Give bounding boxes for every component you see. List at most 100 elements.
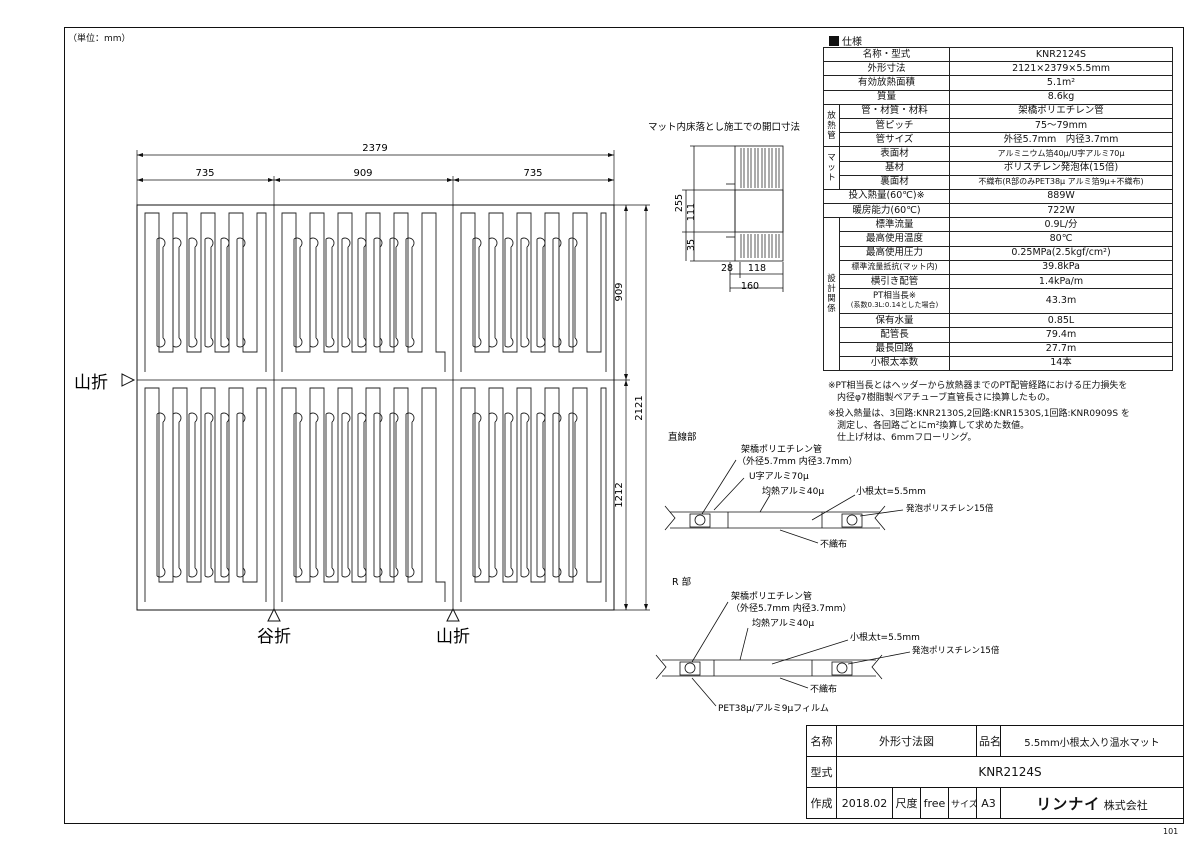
page-number: 101: [1163, 827, 1179, 836]
straight-nonwoven-label: 不織布: [820, 538, 847, 550]
spec-key: 外形寸法: [822, 61, 951, 77]
opening-dim-255: 255: [674, 194, 685, 212]
spec-group-pipe: 放熱管: [823, 103, 840, 148]
fold-valley-label: 谷折: [257, 627, 291, 647]
opening-pipe: [754, 148, 759, 258]
mat-outline: [136, 204, 615, 611]
spec-value: 5.1m²: [949, 75, 1173, 91]
tb-product-value: 5.5mm小根太入り温水マット: [1000, 725, 1184, 757]
spec-value: 27.7m: [949, 341, 1173, 357]
opening-detail: [682, 145, 784, 292]
square-bullet-icon: [829, 35, 839, 46]
fold-left-label: 山折: [74, 373, 108, 393]
spec-value: 0.85L: [949, 313, 1173, 329]
spec-key: 管・材質・材料: [838, 103, 951, 119]
spec-value: KNR2124S: [949, 46, 1173, 63]
spec-key: 名称・型式: [822, 46, 951, 63]
opening-pipe-lines: [740, 148, 780, 258]
note-line: 仕上げ材は、6mmフローリング。: [828, 433, 977, 443]
spec-key: 質量: [822, 89, 951, 105]
r-al-label: 均熱アルミ40μ: [752, 617, 814, 629]
spec-heading: 仕様: [829, 33, 862, 48]
spec-key: 標準流量抵抗(マット内): [838, 259, 951, 276]
spec-value: ポリスチレン発泡体(15倍): [949, 160, 1173, 176]
spec-value: 8.6kg: [949, 89, 1173, 105]
tb-company: リンナイ 株式会社: [1000, 787, 1184, 819]
spec-key: 最高使用圧力: [838, 245, 951, 261]
opening-pipe: [775, 148, 780, 258]
spec-value: 80℃: [949, 231, 1173, 247]
spec-group-mat: マット: [823, 146, 840, 190]
opening-dim-28: 28: [721, 263, 733, 274]
spec-value: 39.8kPa: [949, 259, 1173, 276]
pipe-loop: [293, 237, 415, 348]
tb-scale-value: free: [920, 787, 949, 819]
tb-product-label: 品名: [976, 725, 1001, 757]
tb-model-value: KNR2124S: [836, 756, 1184, 788]
spec-key: 管ピッチ: [838, 117, 951, 134]
spec-value: 2121×2379×5.5mm: [949, 61, 1173, 77]
spec-key: 暖房能力(60℃): [822, 203, 951, 219]
straight-joist-label: 小根太t=5.5mm: [856, 485, 926, 497]
company-suffix: 株式会社: [1103, 798, 1148, 812]
dim-right: 735: [523, 168, 542, 179]
opening-dim-111: 111: [686, 203, 697, 221]
spec-value: 722W: [949, 203, 1173, 219]
note-line: 内径φ7樹脂製ペアチューブ直管長さに換算したもの。: [828, 393, 1055, 403]
pipe-loop: [144, 387, 267, 602]
opening-dim-35: 35: [686, 239, 697, 251]
spec-group-design: 設計関係: [823, 217, 840, 371]
pipe-loop: [472, 237, 578, 348]
r-pipe-label: 架橋ポリエチレン管: [731, 590, 812, 602]
opening-pipe: [740, 148, 745, 258]
r-pet-label: PET38μ/アルミ9μフィルム: [718, 703, 829, 714]
spec-key: 保有水量: [838, 313, 951, 329]
pipe-pattern: [144, 212, 607, 602]
dim-left: 735: [195, 168, 214, 179]
straight-u-al-label: U字アルミ70μ: [749, 470, 809, 482]
spec-key-pt-line1: PT相当長※: [873, 290, 916, 301]
dim-upper: 909: [614, 282, 625, 301]
dim-center: 909: [353, 168, 372, 179]
spec-heading-text: 仕様: [842, 37, 862, 48]
fold-valley-arrow-icon: [267, 607, 281, 622]
spec-value: 43.3m: [949, 288, 1173, 315]
spec-key: 小根太本数: [838, 355, 951, 371]
spec-value: 0.9L/分: [949, 217, 1173, 233]
spec-key: 配管長: [838, 327, 951, 343]
straight-foam-label: 発泡ポリスチレン15倍: [906, 503, 994, 514]
spec-value: 889W: [949, 188, 1173, 205]
straight-pipe-size-label: （外径5.7mm 内径3.7mm）: [737, 455, 858, 467]
note-line: 測定し、各回路ごとにm²換算して求めた数値。: [828, 421, 1030, 431]
spec-value: 0.25MPa(2.5kgf/cm²): [949, 245, 1173, 261]
pipe-loop: [460, 387, 607, 602]
spec-value: 外径5.7mm 内径3.7mm: [949, 132, 1173, 148]
r-pipe-size-label: （外径5.7mm 内径3.7mm）: [731, 602, 852, 614]
spec-key: 基材: [838, 160, 951, 176]
tb-scale-label: 尺度: [892, 787, 921, 819]
unit-note: （単位：mm）: [68, 34, 131, 44]
drawing-frame: [64, 27, 1184, 824]
fold-mountain-label: 山折: [436, 627, 470, 647]
spec-value: 不織布(R部のみPET38μ アルミ箔9μ+不織布): [949, 174, 1173, 190]
dim-lower: 1212: [614, 482, 625, 507]
section-r-title: R 部: [672, 576, 691, 588]
spec-key: 横引き配管: [838, 273, 951, 290]
tb-name-value: 外形寸法図: [836, 725, 977, 757]
note-line: ※PT相当長とはヘッダーから放熱器までのPT配管経路における圧力損失を: [828, 381, 1128, 391]
fold-mountain-arrow-icon: [446, 607, 460, 622]
note-line: ※投入熱量は、3回路:KNR2130S,2回路:KNR1530S,1回路:KNR…: [828, 409, 1130, 419]
spec-notes: ※PT相当長とはヘッダーから放熱器までのPT配管経路における圧力損失を 内径φ7…: [828, 380, 1130, 444]
title-block: 名称 外形寸法図 品名 5.5mm小根太入り温水マット 型式 KNR2124S …: [806, 725, 1184, 819]
r-foam-label: 発泡ポリスチレン15倍: [912, 645, 1000, 656]
spec-value: 75〜79mm: [949, 117, 1173, 134]
pipe-loop: [144, 212, 267, 372]
opening-dim-118: 118: [748, 263, 766, 274]
spec-key: 裏面材: [838, 174, 951, 190]
spec-key: 最長回路: [838, 341, 951, 357]
straight-pipe-label: 架橋ポリエチレン管: [741, 443, 822, 455]
company-logo: リンナイ: [1036, 794, 1101, 813]
